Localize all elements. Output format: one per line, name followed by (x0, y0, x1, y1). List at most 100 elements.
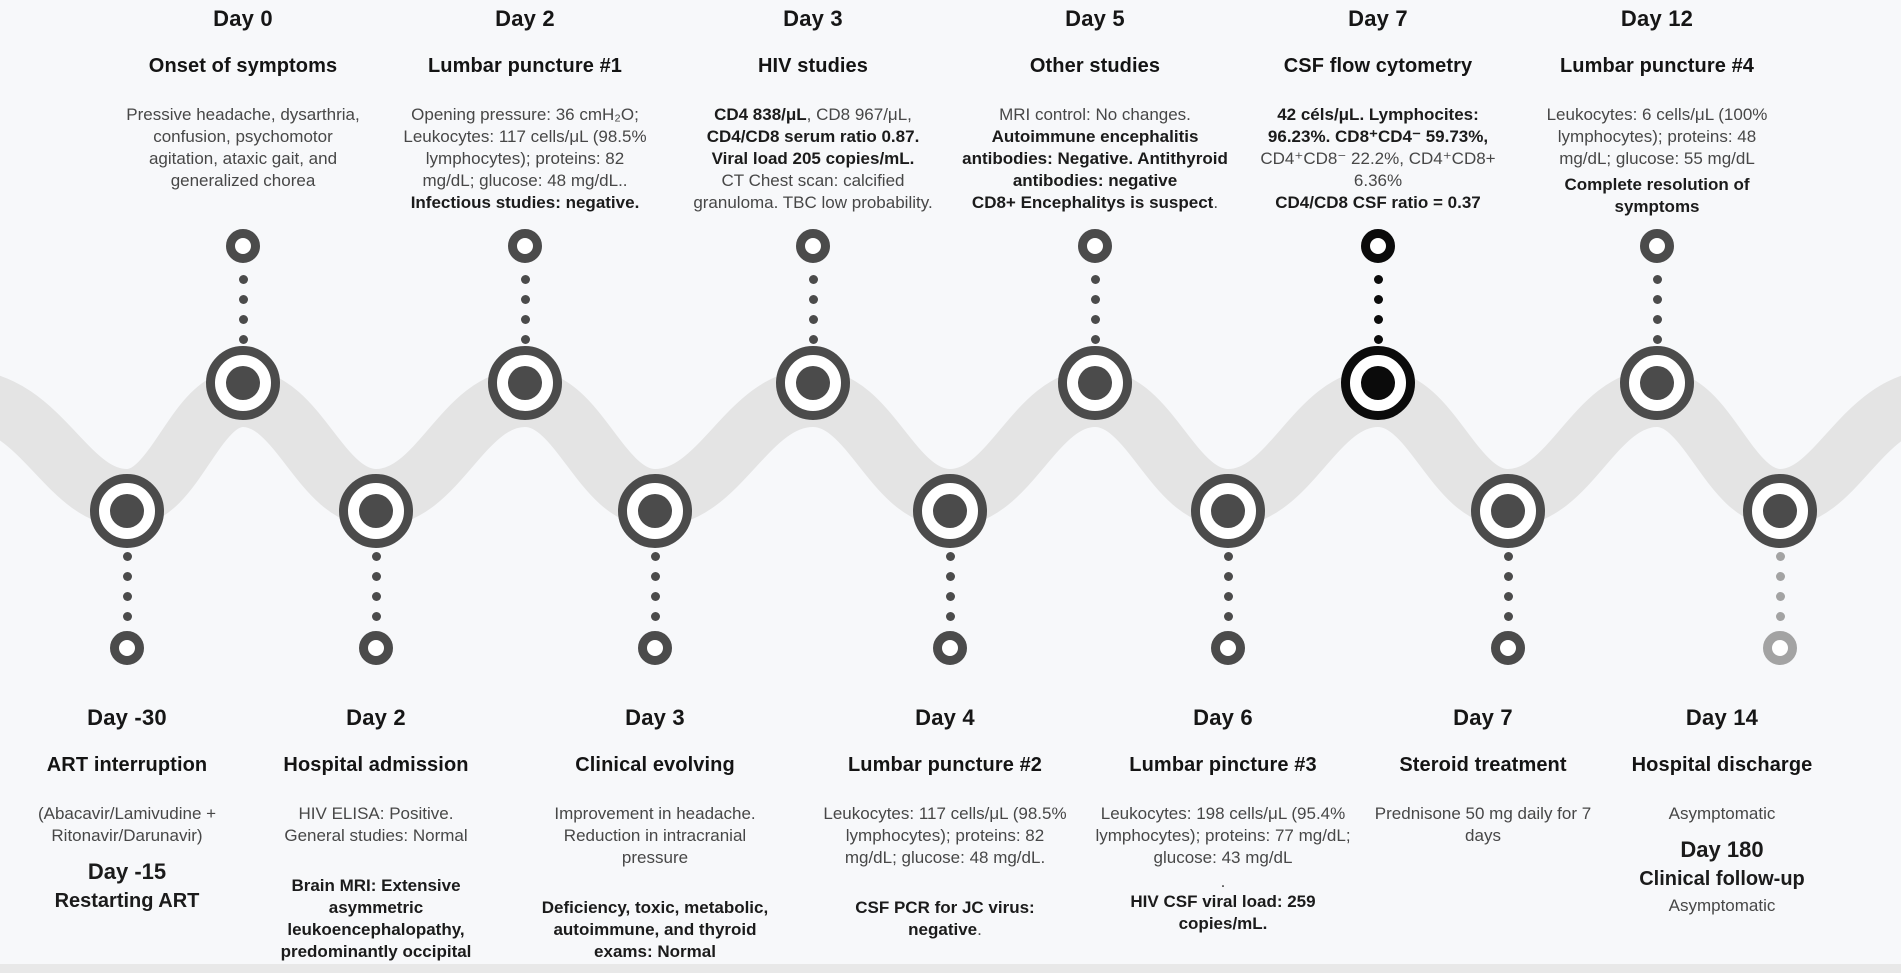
text-segment: autoimmune, and thyroid (553, 920, 757, 939)
text-segment: copies/mL. (1178, 914, 1268, 933)
trail-dot-icon (1373, 275, 1383, 284)
text-segment: Infectious studies: negative. (410, 193, 640, 212)
event-body: CD4 838/μL, CD8 967/μL,CD4/CD8 serum rat… (633, 104, 993, 214)
text-segment: asymmetric (328, 898, 424, 917)
trail-dot-icon (371, 592, 381, 601)
trail-dot-icon (520, 275, 530, 284)
event-day-label: Day 0 (213, 6, 273, 31)
event-paragraph: Asymptomatic (1542, 803, 1901, 825)
event-paragraph: Pressive headache, dysarthria,confusion,… (63, 104, 423, 192)
trail-dot-icon (808, 295, 818, 304)
trail-dot-icon (1775, 592, 1785, 601)
node-dotted-trail (122, 552, 132, 621)
node-small-ring-icon (226, 229, 260, 263)
timeline-node (913, 474, 987, 665)
event-column: Day 3 Clinical evolving Improvement in h… (475, 705, 835, 963)
event-title: Steroid treatment (1399, 754, 1567, 776)
trail-dot-icon (122, 552, 132, 561)
trail-dot-icon (1652, 275, 1662, 284)
event-paragraph: HIV ELISA: Positive.General studies: Nor… (196, 803, 556, 847)
timeline-node (90, 474, 164, 665)
timeline-node (1743, 474, 1817, 665)
trail-dot-icon (945, 612, 955, 621)
node-core-icon (1640, 366, 1674, 400)
event-paragraph: Restarting ART (0, 889, 307, 913)
text-segment: CD4/CD8 serum ratio 0.87. (706, 127, 920, 146)
timeline-node (488, 229, 562, 420)
trail-dot-icon (1652, 295, 1662, 304)
event-title: Other studies (1029, 55, 1161, 77)
event-paragraph: MRI control: No changes.Autoimmune encep… (915, 104, 1275, 214)
event-title: HIV studies (757, 55, 869, 77)
text-segment: symptoms (1614, 197, 1700, 216)
trail-dot-icon (520, 295, 530, 304)
trail-dot-icon (945, 552, 955, 561)
event-paragraph: 42 céls/μL. Lymphocites:96.23%. CD8⁺CD4⁻… (1198, 104, 1558, 214)
trail-dot-icon (1373, 315, 1383, 324)
text-segment: Brain MRI: Extensive (291, 876, 461, 895)
trail-dot-icon (945, 592, 955, 601)
event-body: Leukocytes: 198 cells/μL (95.4%lymphocyt… (1043, 803, 1403, 935)
text-segment: pressure (621, 848, 689, 867)
event-day-label: Day 3 (625, 705, 685, 730)
node-core-icon (933, 494, 967, 528)
trail-dot-icon (1503, 552, 1513, 561)
node-dotted-trail (1652, 275, 1662, 344)
trail-dot-icon (122, 592, 132, 601)
trail-dot-icon (520, 335, 530, 344)
trail-dot-icon (122, 612, 132, 621)
event-paragraph: Opening pressure: 36 cmH₂O;Leukocytes: 1… (345, 104, 705, 214)
event-paragraph: Deficiency, toxic, metabolic,autoimmune,… (475, 897, 835, 963)
node-circle-icon (1620, 346, 1694, 420)
event-column: Day 7 Steroid treatment Prednisone 50 mg… (1303, 705, 1663, 847)
text-segment: Leukocytes: 198 cells/μL (95.4% (1100, 804, 1346, 823)
node-circle-icon (339, 474, 413, 548)
node-small-ring-icon (796, 229, 830, 263)
node-small-ring-icon (1640, 229, 1674, 263)
text-segment: Autoimmune encephalitis (991, 127, 1199, 146)
text-segment: CD8+ Encephalitys is suspect (971, 193, 1214, 212)
trail-dot-icon (945, 572, 955, 581)
trail-dot-icon (1503, 592, 1513, 601)
trail-dot-icon (238, 295, 248, 304)
node-small-ring-icon (1491, 631, 1525, 665)
event-day-label: Day 7 (1453, 705, 1513, 730)
timeline-node (1058, 229, 1132, 420)
node-core-icon (1078, 366, 1112, 400)
text-segment: Prednisone 50 mg daily for 7 (1374, 804, 1592, 823)
node-small-ring-icon (1763, 631, 1797, 665)
event-day-label: Day 6 (1193, 705, 1253, 730)
trail-dot-icon (122, 572, 132, 581)
event-column: Day 12 Lumbar puncture #4 Leukocytes: 6 … (1477, 6, 1837, 218)
node-circle-icon (90, 474, 164, 548)
trail-dot-icon (1090, 335, 1100, 344)
event-title: Hospital admission (283, 754, 469, 776)
event-paragraph: CD4 838/μL, CD8 967/μL,CD4/CD8 serum rat… (633, 104, 993, 214)
text-segment: Clinical follow-up (1639, 868, 1805, 890)
text-segment: days (1465, 826, 1501, 845)
trail-dot-icon (1775, 552, 1785, 561)
trail-dot-icon (1775, 572, 1785, 581)
trail-dot-icon (371, 572, 381, 581)
node-core-icon (226, 366, 260, 400)
node-core-icon (1491, 494, 1525, 528)
text-segment: HIV ELISA: Positive. (298, 804, 454, 823)
event-day-label: Day 3 (783, 6, 843, 31)
trail-dot-icon (808, 335, 818, 344)
text-segment: Asymptomatic (1668, 804, 1776, 823)
event-paragraph: Day -15 (0, 859, 307, 885)
event-title: Hospital discharge (1631, 754, 1813, 776)
node-small-ring-icon (359, 631, 393, 665)
node-dotted-trail (520, 275, 530, 344)
timeline-node (1471, 474, 1545, 665)
event-day-label: Day 7 (1348, 6, 1408, 31)
text-segment: CD4 838/μL (714, 105, 807, 124)
node-circle-icon (618, 474, 692, 548)
text-segment: 42 céls/μL. Lymphocites: (1277, 105, 1479, 124)
text-segment: lymphocytes); proteins: 48 (1557, 127, 1757, 146)
trail-dot-icon (650, 552, 660, 561)
node-dotted-trail (1503, 552, 1513, 621)
text-segment: CT Chest scan: calcified (721, 171, 905, 190)
